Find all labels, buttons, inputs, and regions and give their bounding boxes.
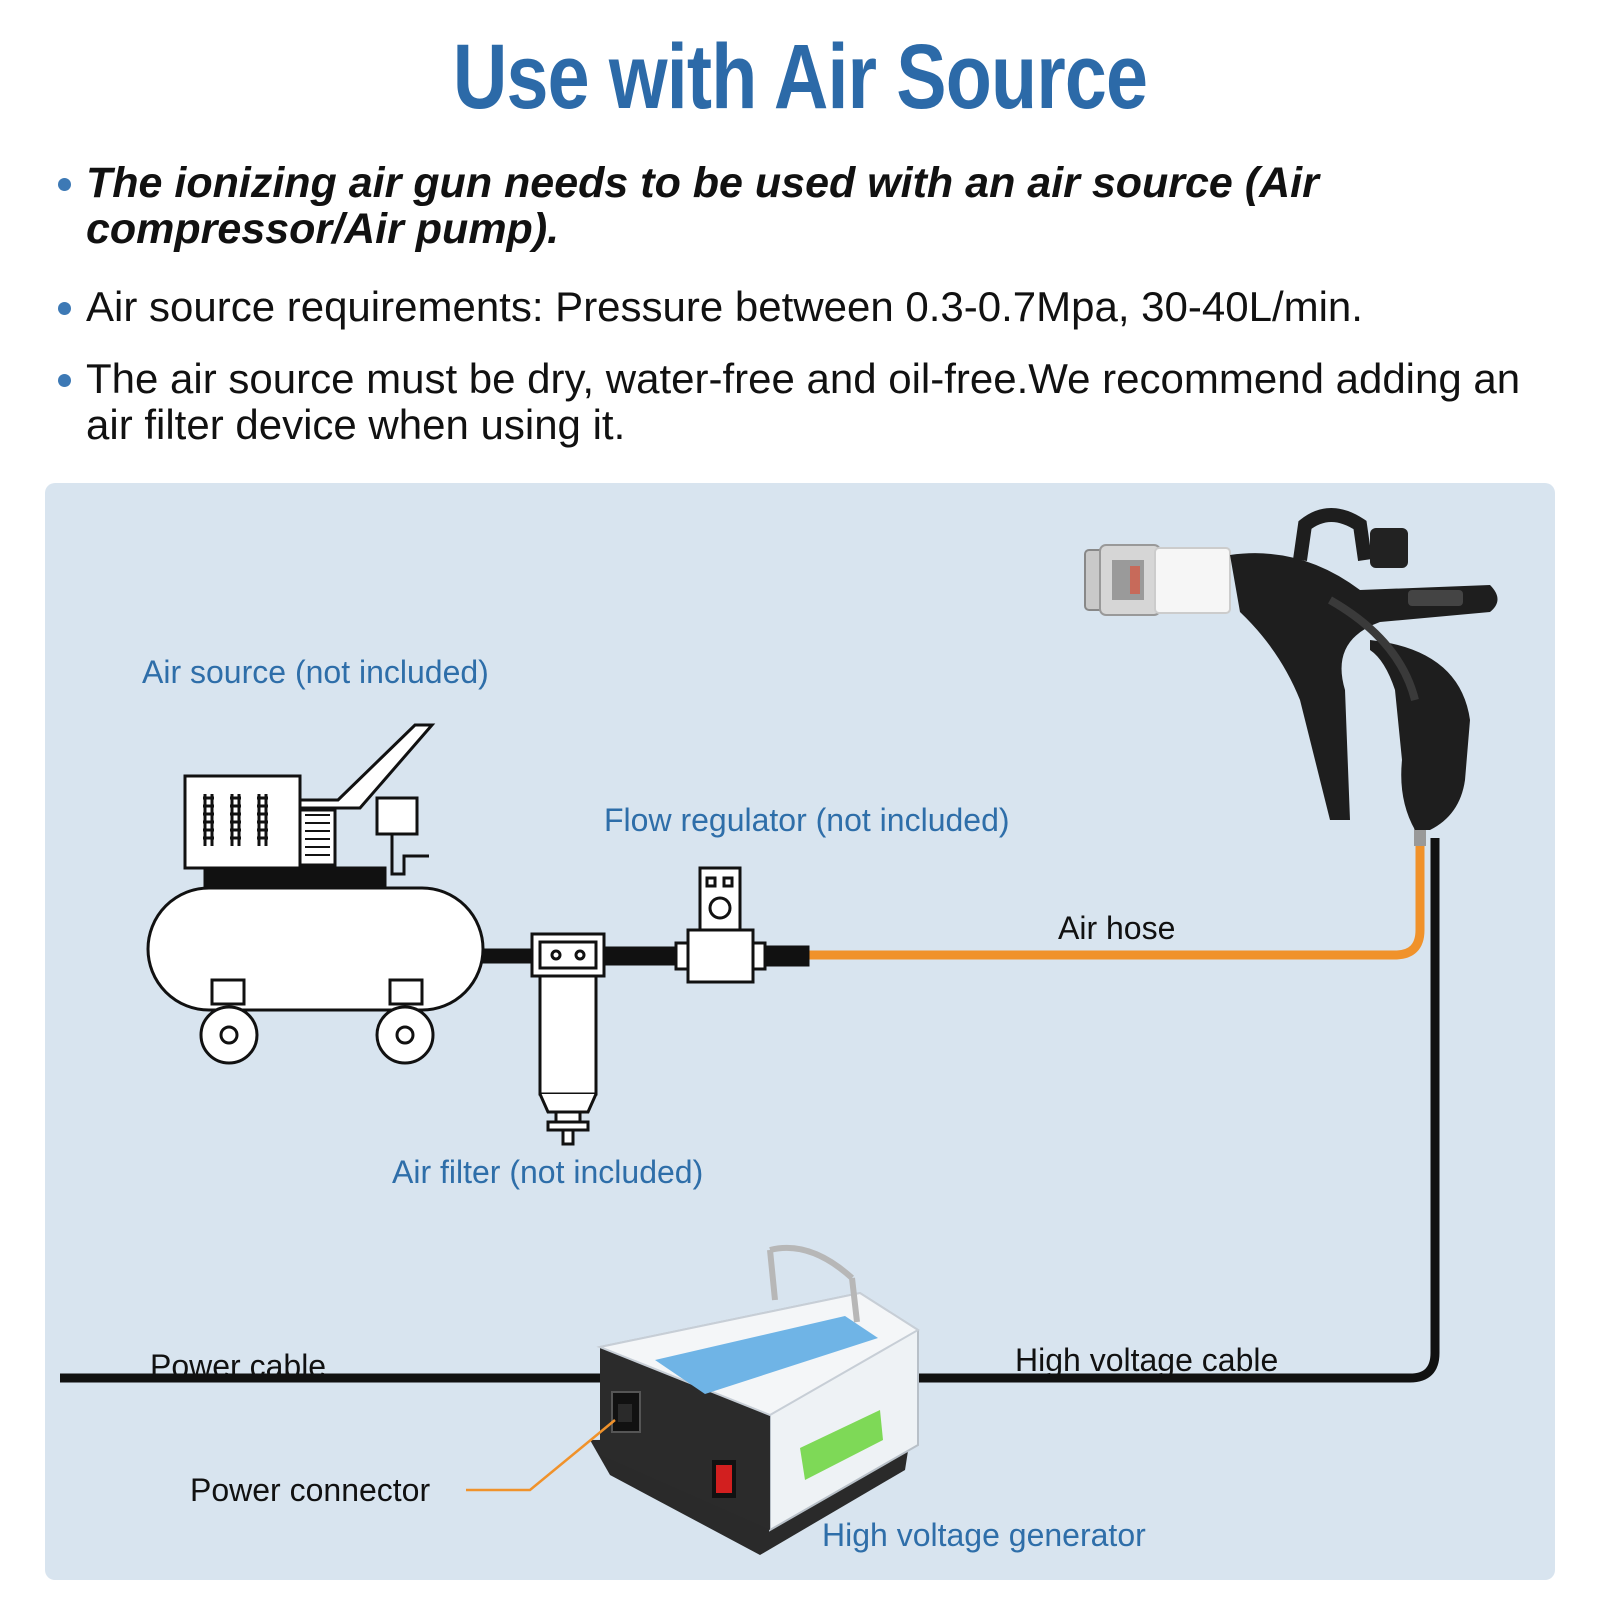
high-voltage-cable-line xyxy=(905,838,1440,1383)
bullet-air-source-needed: The ionizing air gun needs to be used wi… xyxy=(56,160,1556,252)
flow-regulator-icon xyxy=(674,866,810,984)
air-filter-label: Air filter (not included) xyxy=(392,1154,704,1190)
high-voltage-cable-label: High voltage cable xyxy=(1015,1342,1279,1378)
flow-regulator-label: Flow regulator (not included) xyxy=(604,802,1010,838)
ionizing-air-gun-icon xyxy=(1084,508,1498,830)
bullet-list: The ionizing air gun needs to be used wi… xyxy=(56,160,1556,448)
air-hose-line xyxy=(808,826,1426,960)
power-cable-label: Power cable xyxy=(150,1348,327,1384)
air-source-label: Air source (not included) xyxy=(142,654,489,690)
high-voltage-generator-icon xyxy=(590,1244,920,1555)
high-voltage-generator-label: High voltage generator xyxy=(822,1517,1146,1553)
bullet-air-requirements: Air source requirements: Pressure betwee… xyxy=(56,284,1556,330)
air-filter-icon xyxy=(530,932,678,1146)
air-compressor-icon xyxy=(146,723,535,1065)
page-title: Use with Air Source xyxy=(452,26,1148,128)
power-connector-label: Power connector xyxy=(190,1472,431,1508)
bullet-dry-air: The air source must be dry, water-free a… xyxy=(56,356,1556,448)
air-hose-label: Air hose xyxy=(1058,910,1176,946)
power-connector-leader xyxy=(466,1419,616,1492)
